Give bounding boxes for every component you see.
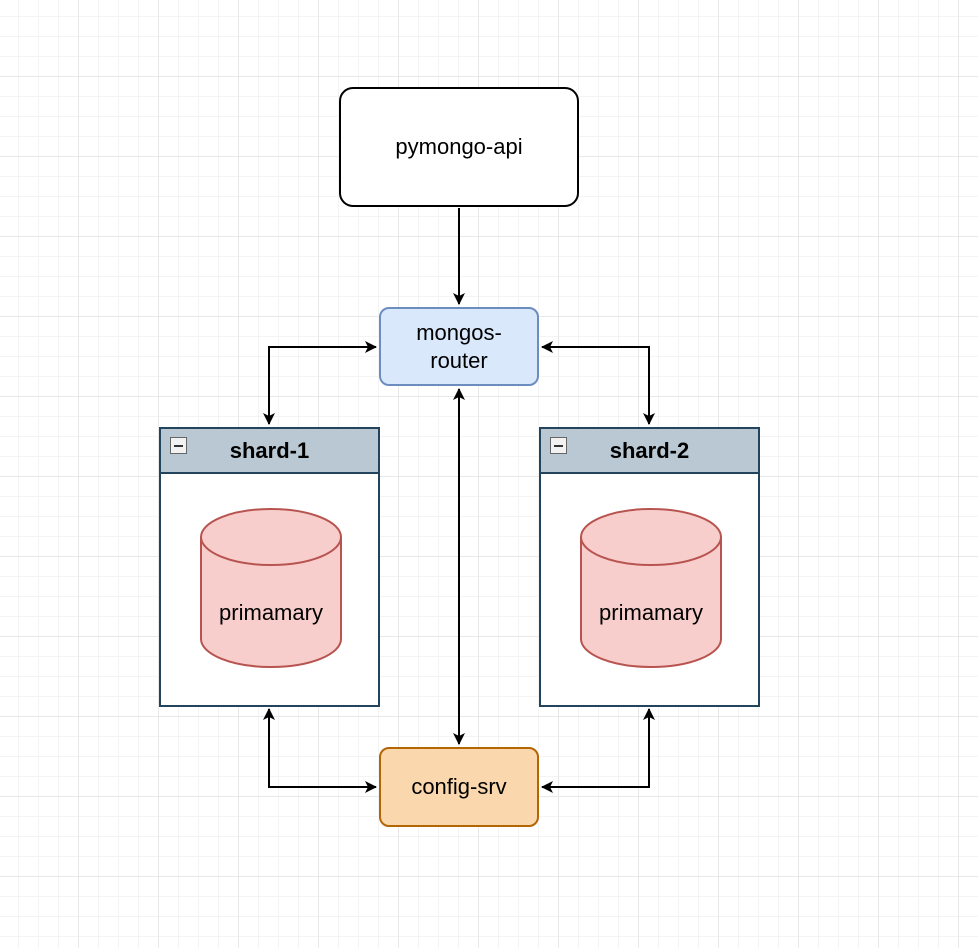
shard-2-database-icon[interactable] xyxy=(579,507,723,671)
shard-1-db-text: primamary xyxy=(219,600,323,625)
shard-2-db-label: primamary xyxy=(579,579,723,647)
edge-shard-2-config[interactable] xyxy=(541,708,655,793)
pymongo-api-node[interactable]: pymongo-api xyxy=(339,87,579,207)
shard-1-database-icon[interactable] xyxy=(199,507,343,671)
shard-1-collapse-icon[interactable] xyxy=(170,437,187,454)
shard-2-db-text: primamary xyxy=(599,600,703,625)
mongos-router-node[interactable]: mongos- router xyxy=(379,307,539,386)
shard-1-db-label: primamary xyxy=(199,579,343,647)
shard-1-container[interactable]: shard-1 primamary xyxy=(159,427,380,707)
shard-2-title: shard-2 xyxy=(609,437,690,463)
edge-shard-1-config[interactable] xyxy=(263,708,377,793)
edge-router-shard-1[interactable] xyxy=(263,341,377,425)
config-srv-label: config-srv xyxy=(411,774,507,799)
pymongo-api-label: pymongo-api xyxy=(395,134,523,159)
mongos-router-label-line2: router xyxy=(430,347,488,373)
edge-router-shard-2[interactable] xyxy=(541,341,655,425)
shard-2-collapse-icon[interactable] xyxy=(550,437,567,454)
shard-1-header[interactable]: shard-1 xyxy=(161,429,378,474)
shard-1-title: shard-1 xyxy=(229,437,310,463)
shard-2-container[interactable]: shard-2 primamary xyxy=(539,427,760,707)
config-srv-node[interactable]: config-srv xyxy=(379,747,539,827)
mongos-router-label-line1: mongos- xyxy=(416,319,502,345)
shard-2-header[interactable]: shard-2 xyxy=(541,429,758,474)
